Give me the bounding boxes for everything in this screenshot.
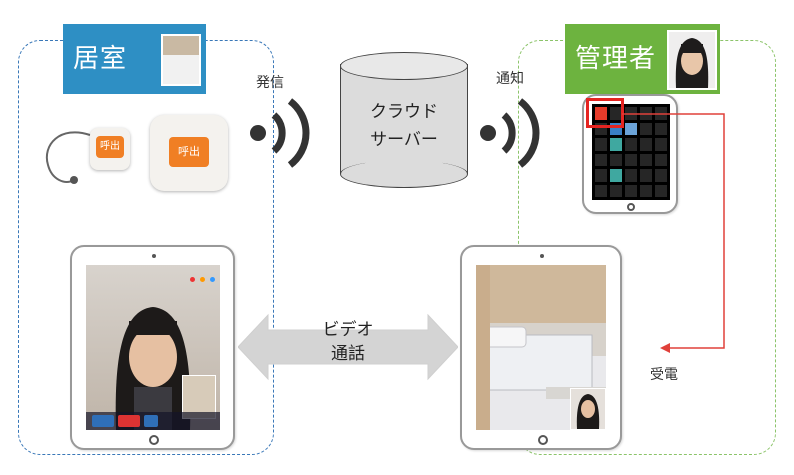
admin-tablet-screen: [592, 104, 670, 200]
camera-switch-button[interactable]: [92, 415, 114, 427]
caller-thumbnail: [570, 388, 606, 430]
alert-tile[interactable]: [595, 107, 607, 120]
server-label-line2: サーバー: [370, 130, 438, 150]
room-video-screen: [86, 265, 220, 430]
alert-highlight: [586, 98, 624, 128]
admin-label-box: 管理者: [565, 24, 720, 94]
caller-thumb-person-icon: [576, 394, 600, 429]
notify-label: 通知: [496, 71, 524, 87]
admin-label: 管理者: [575, 44, 657, 74]
video-call-line1: ビデオ: [322, 320, 374, 340]
hangup-button[interactable]: [118, 415, 140, 427]
bed-room-image: [476, 265, 606, 430]
server-label-line1: クラウド: [370, 102, 438, 122]
wifi-send-icon: [250, 98, 310, 168]
room-label-box: 居室: [63, 24, 206, 94]
cloud-server-bottom: [340, 160, 468, 188]
video-call-label: ビデオ 通話: [308, 318, 388, 366]
receive-label: 受電: [650, 367, 678, 383]
cloud-server-body: [340, 64, 468, 174]
admin-video-screen: [476, 265, 606, 430]
pendant-call-label: 呼出: [96, 136, 124, 158]
video-call-arrow: [238, 313, 458, 381]
room-photo: [161, 34, 201, 86]
caller-face-image: [115, 307, 191, 430]
admin-tablet2-home-button[interactable]: [538, 435, 548, 445]
room-tablet-camera: [152, 254, 156, 258]
wall-call-button[interactable]: 呼出: [150, 115, 228, 191]
pendant-cord: [45, 131, 91, 184]
video-control-bar: [86, 412, 220, 430]
cloud-server-label: クラウド サーバー: [340, 98, 468, 154]
send-label: 発信: [256, 75, 284, 91]
admin-tablet-home-button[interactable]: [627, 203, 635, 211]
self-view-thumbnail: [182, 375, 216, 419]
cloud-server-top: [340, 52, 468, 80]
video-call-line2: 通話: [331, 344, 365, 364]
room-video-tablet: [70, 245, 235, 450]
admin-photo: [667, 30, 717, 90]
receive-arrow: [622, 113, 725, 353]
wall-call-label: 呼出: [169, 137, 209, 167]
pendant-call-button[interactable]: 呼出: [90, 128, 130, 170]
admin-video-tablet: [460, 245, 622, 450]
room-label: 居室: [73, 44, 128, 74]
person-icon: [675, 38, 709, 88]
status-dots: [190, 267, 218, 282]
menu-button[interactable]: [144, 415, 158, 427]
wifi-notify-icon: [480, 98, 540, 168]
admin-tablet-camera: [540, 254, 544, 258]
room-tablet-home-button[interactable]: [149, 435, 159, 445]
